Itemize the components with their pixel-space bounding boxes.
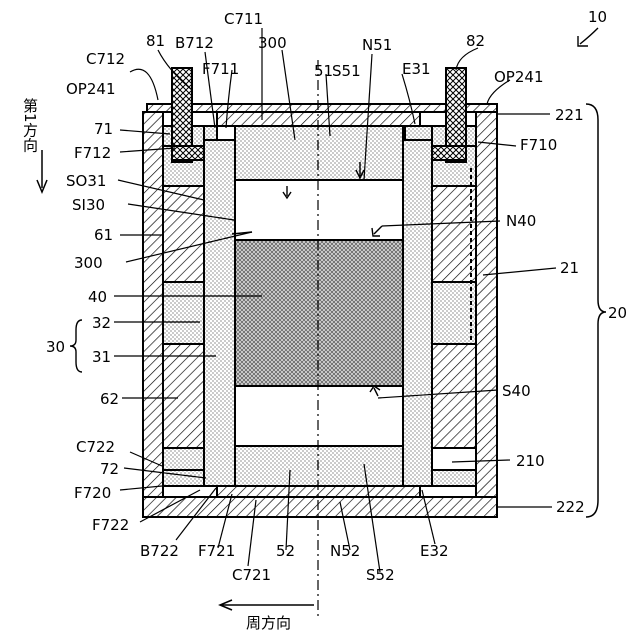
label-f711: F711 [202, 60, 239, 78]
block-61-right [432, 186, 476, 282]
seal-72-right [432, 470, 476, 486]
label-c721: C721 [232, 566, 271, 584]
label-op241-right: OP241 [494, 68, 543, 86]
outer-wall-right-21 [476, 112, 497, 497]
label-21: 21 [560, 259, 579, 277]
label-b712: B712 [175, 34, 214, 52]
label-f712: F712 [74, 144, 111, 162]
label-62: 62 [100, 390, 119, 408]
label-f720: F720 [74, 484, 111, 502]
label-f722: F722 [92, 516, 129, 534]
top-plate-221 [147, 104, 497, 112]
terminal-81-foot [172, 146, 204, 160]
label-300-top: 300 [258, 34, 287, 52]
label-s40: S40 [502, 382, 531, 400]
label-e32: E32 [420, 542, 449, 560]
figure-arrow [580, 28, 598, 44]
block-62-left [163, 344, 204, 448]
label-first-direction: 第1方向 [21, 97, 39, 153]
label-c712: C712 [86, 50, 125, 68]
label-72: 72 [100, 460, 119, 478]
brace-30 [70, 320, 82, 372]
top-cap-51 [235, 126, 403, 180]
label-82: 82 [466, 32, 485, 50]
label-221: 221 [555, 106, 584, 124]
terminal-82-foot [432, 146, 466, 160]
label-81: 81 [146, 32, 165, 50]
label-figure-10: 10 [588, 8, 607, 26]
label-c722: C722 [76, 438, 115, 456]
label-222: 222 [556, 498, 585, 516]
label-51: 51 [314, 62, 333, 80]
label-circumferential: 周方向 [246, 614, 291, 632]
label-71: 71 [94, 120, 113, 138]
bracket-20 [586, 104, 606, 517]
label-s51: S51 [332, 62, 361, 80]
inner-wall-right [403, 140, 432, 486]
inner-wall-left [204, 140, 235, 486]
label-n51: N51 [362, 36, 392, 54]
seal-72 [163, 470, 204, 486]
label-f710: F710 [520, 136, 557, 154]
label-s52: S52 [366, 566, 395, 584]
label-300-left: 300 [74, 254, 103, 272]
label-e31: E31 [402, 60, 431, 78]
label-32: 32 [92, 314, 111, 332]
label-52: 52 [276, 542, 295, 560]
label-40: 40 [88, 288, 107, 306]
outer-wall-left [143, 112, 163, 497]
label-n52: N52 [330, 542, 360, 560]
label-30: 30 [46, 338, 65, 356]
label-op241-left: OP241 [66, 80, 115, 98]
label-20: 20 [608, 304, 627, 322]
label-210: 210 [516, 452, 545, 470]
label-so31: SO31 [66, 172, 106, 190]
label-si30: SI30 [72, 196, 105, 214]
label-61: 61 [94, 226, 113, 244]
block-61-left [163, 186, 204, 282]
core-40 [235, 240, 403, 386]
label-c711: C711 [224, 10, 263, 28]
label-31: 31 [92, 348, 111, 366]
block-62-right [432, 344, 476, 448]
label-n40: N40 [506, 212, 536, 230]
seal-210-right [432, 448, 476, 470]
label-f721: F721 [198, 542, 235, 560]
label-b722: B722 [140, 542, 179, 560]
